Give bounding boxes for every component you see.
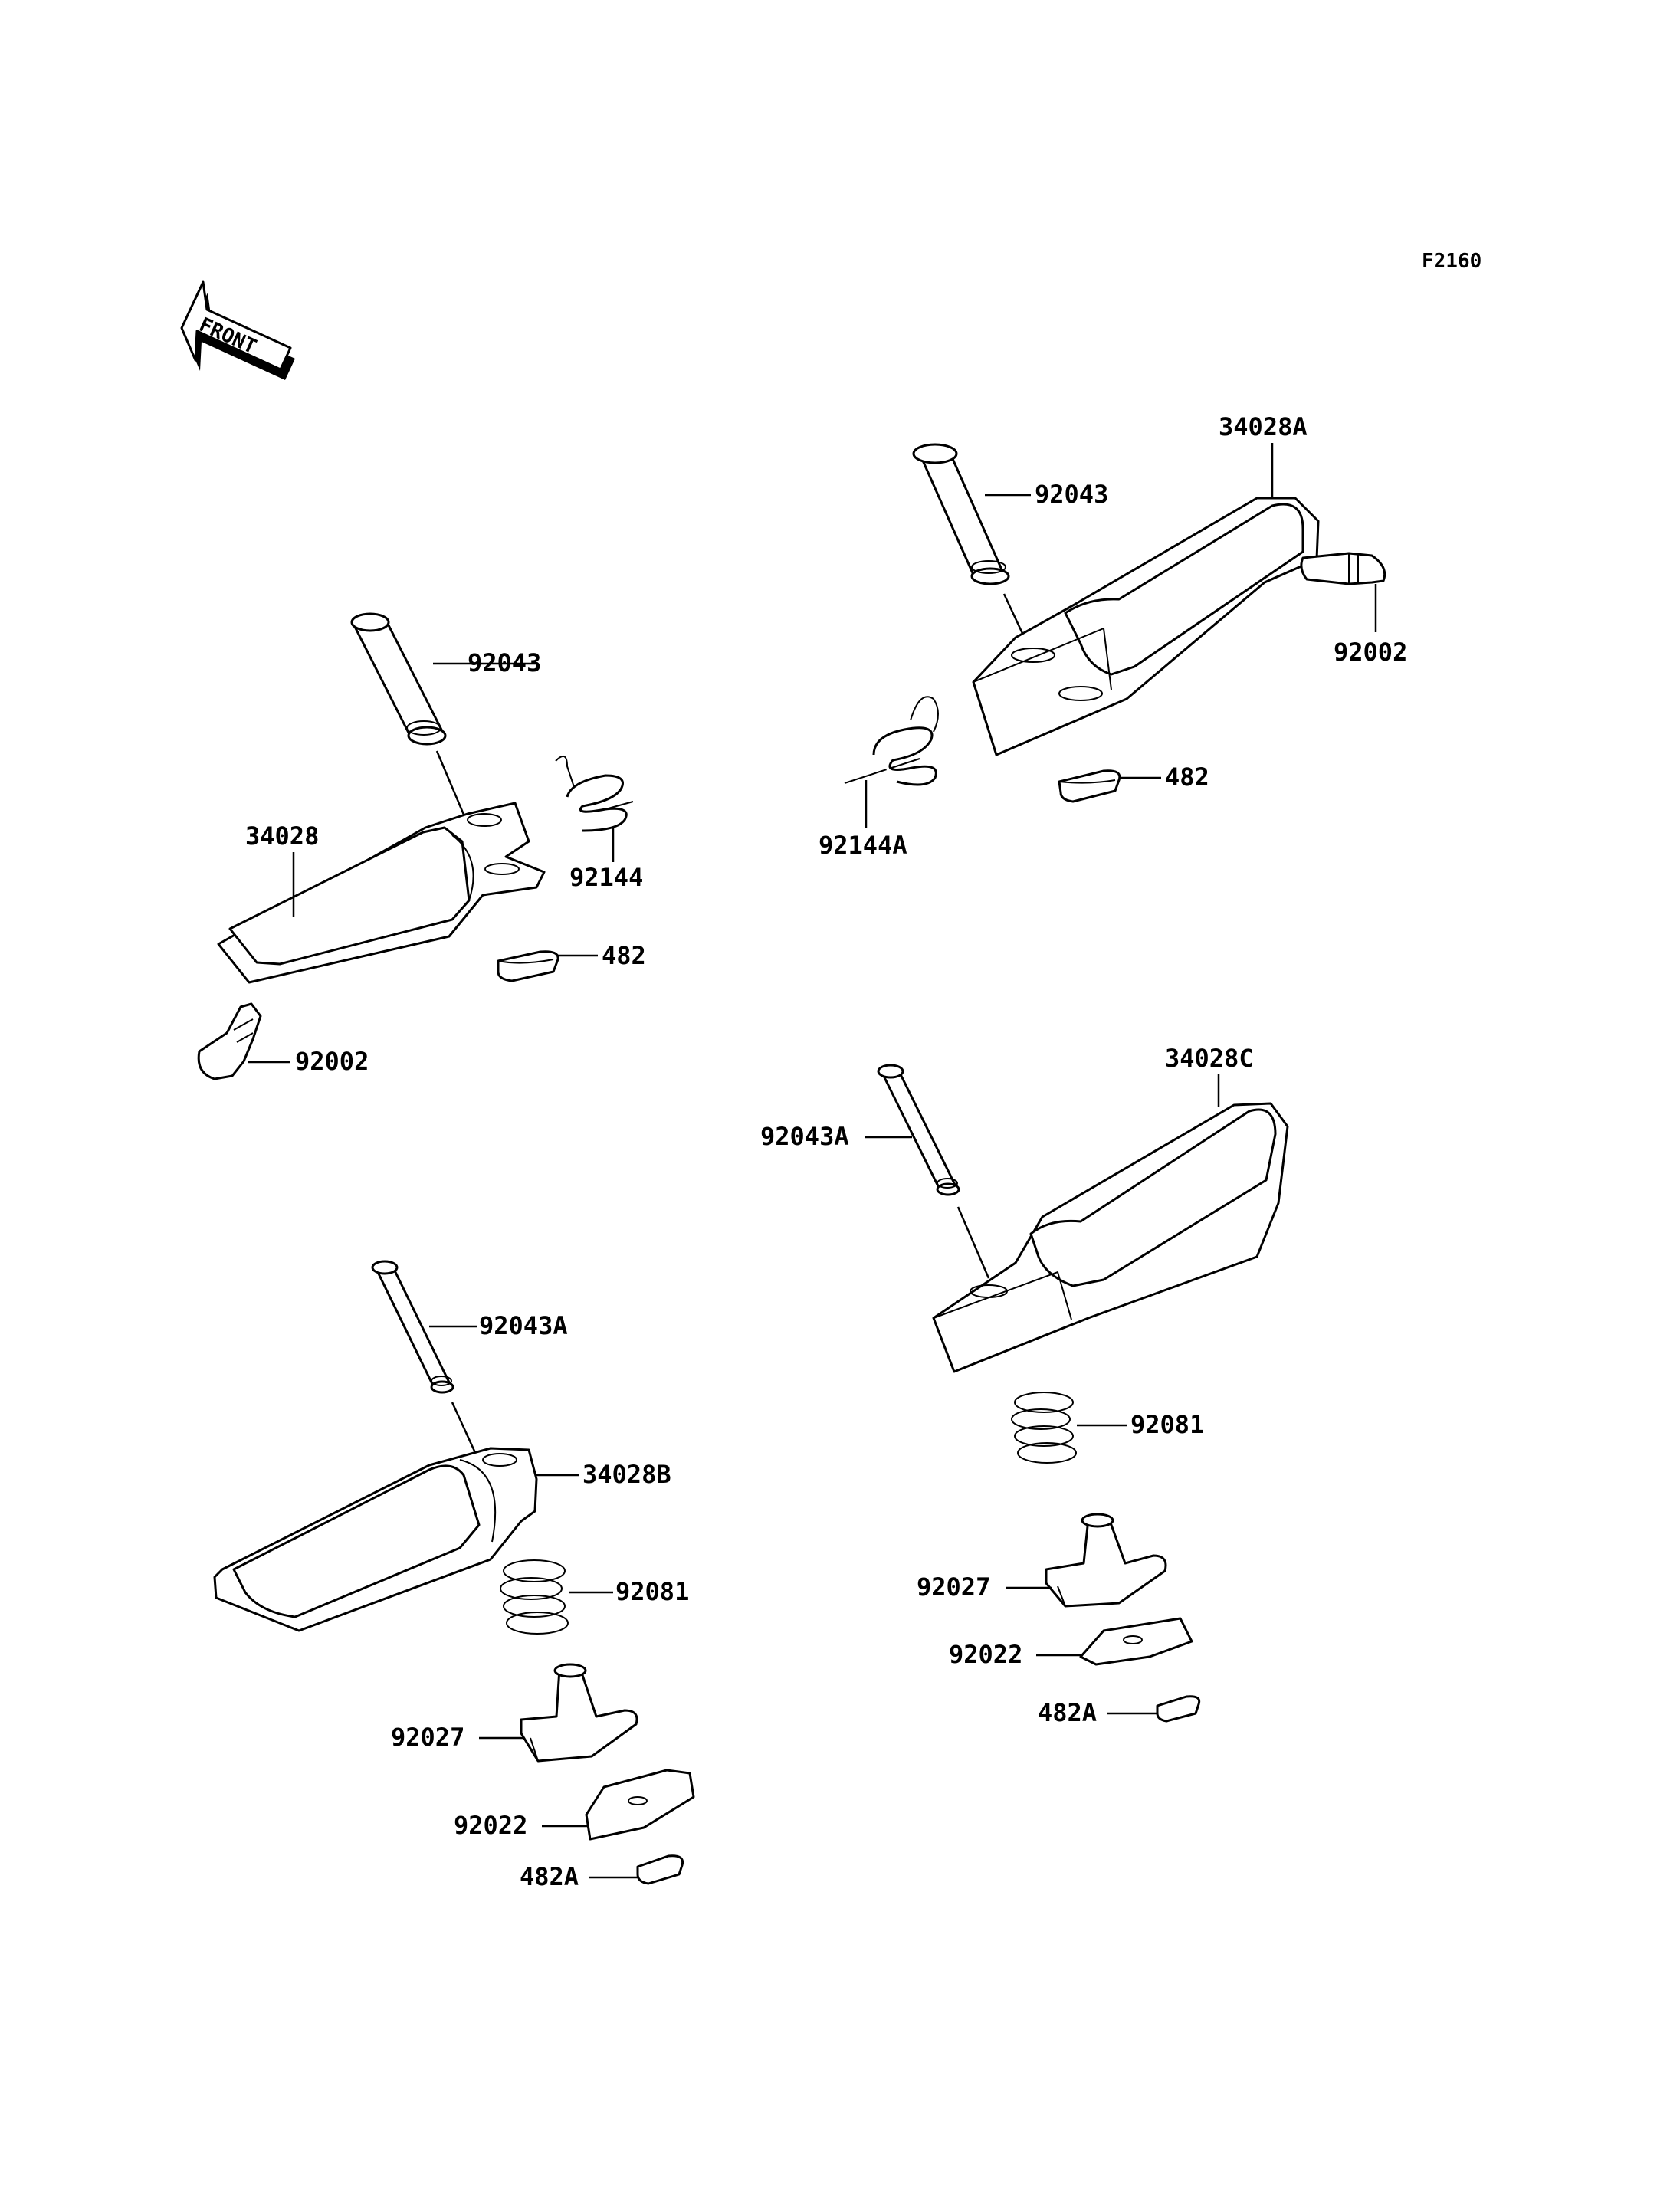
- leader-left-rear-pin-to-peg: [451, 1402, 478, 1457]
- label-left-rear-bracket: 92027: [391, 1723, 464, 1752]
- left-front-pin: [350, 612, 447, 746]
- left-rear-spring: [500, 1559, 569, 1635]
- left-front-footpeg: [217, 802, 546, 984]
- label-right-rear-pin: 92043A: [760, 1122, 849, 1151]
- label-right-front-pin: 92043: [1035, 480, 1108, 509]
- leader-left-front-pin-to-peg: [435, 750, 468, 821]
- right-rear-plate: [1079, 1617, 1193, 1666]
- right-front-footpeg-group: 92043 34028A 92002 92144A: [819, 412, 1407, 860]
- left-rear-pin: [371, 1260, 454, 1394]
- label-left-front-spring: 92144: [569, 863, 643, 892]
- label-left-front-bolt: 92002: [295, 1047, 369, 1076]
- left-front-spring: [555, 755, 634, 832]
- label-right-front-spring: 92144A: [819, 831, 907, 860]
- left-front-clip: [497, 950, 559, 982]
- label-right-front-footpeg: 34028A: [1219, 412, 1308, 441]
- label-right-rear-footpeg: 34028C: [1165, 1044, 1254, 1073]
- label-left-front-footpeg: 34028: [245, 821, 319, 851]
- right-front-bolt: [1300, 552, 1386, 585]
- label-left-rear-spring: 92081: [615, 1577, 689, 1606]
- left-rear-clip: [636, 1854, 684, 1885]
- label-right-rear-plate: 92022: [949, 1640, 1022, 1669]
- right-rear-footpeg: [932, 1102, 1289, 1373]
- label-left-front-pin: 92043: [468, 648, 541, 677]
- left-front-bolt: [197, 1002, 262, 1080]
- front-arrow-icon: FRONT: [180, 280, 295, 380]
- left-rear-plate: [585, 1769, 695, 1841]
- label-right-rear-clip: 482A: [1038, 1698, 1097, 1727]
- right-rear-clip: [1156, 1695, 1201, 1723]
- right-rear-spring: [1011, 1392, 1077, 1464]
- diagram-code: F2160: [1422, 250, 1481, 273]
- label-left-rear-clip: 482A: [520, 1862, 579, 1891]
- right-front-clip: [1058, 769, 1121, 803]
- label-right-front-clip: 482: [1165, 762, 1209, 792]
- right-front-pin: [912, 443, 1010, 585]
- label-left-front-clip: 482: [602, 941, 646, 970]
- left-rear-footpeg-group: 92043A 34028B 92081 92027: [213, 1260, 695, 1891]
- label-right-front-bolt: 92002: [1334, 638, 1407, 667]
- left-front-footpeg-group: 92043 34028 92144 482: [197, 612, 646, 1080]
- label-right-rear-spring: 92081: [1130, 1410, 1204, 1439]
- label-left-rear-plate: 92022: [454, 1811, 527, 1840]
- left-rear-bracket: [520, 1663, 638, 1763]
- right-rear-footpeg-group: 92043A 34028C 92081 92027: [760, 1044, 1289, 1727]
- label-left-rear-pin: 92043A: [479, 1311, 568, 1340]
- leader-right-rear-pin-to-peg: [956, 1206, 990, 1279]
- label-right-rear-bracket: 92027: [917, 1572, 990, 1602]
- right-front-footpeg: [972, 497, 1320, 756]
- right-front-spring: [844, 696, 939, 786]
- right-rear-pin: [877, 1064, 960, 1196]
- left-rear-footpeg: [213, 1447, 538, 1632]
- label-left-rear-footpeg: 34028B: [582, 1460, 671, 1489]
- right-rear-bracket: [1045, 1513, 1167, 1608]
